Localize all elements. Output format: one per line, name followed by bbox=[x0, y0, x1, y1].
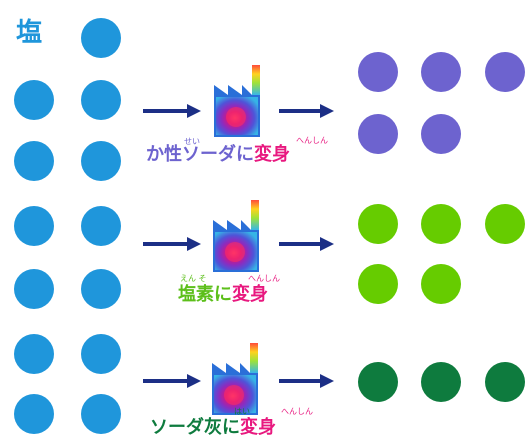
result-dot-caustic-soda bbox=[358, 52, 398, 92]
salt-dot bbox=[14, 206, 54, 246]
arrow-icon bbox=[143, 237, 201, 251]
factory-icon bbox=[212, 343, 258, 415]
arrow-icon bbox=[143, 104, 201, 118]
salt-dot bbox=[81, 334, 121, 374]
label-henshin-soda-ash: 変身 bbox=[240, 417, 276, 438]
result-dot-caustic-soda bbox=[358, 114, 398, 154]
salt-dot bbox=[14, 80, 54, 120]
arrow-icon bbox=[279, 237, 334, 251]
salt-dot bbox=[14, 269, 54, 309]
label-main-caustic-soda: か性ソーダに bbox=[146, 144, 254, 165]
ruby-henshin: へんしん bbox=[281, 407, 313, 416]
salt-dot bbox=[14, 334, 54, 374]
ruby-sei: せい bbox=[184, 137, 200, 146]
result-dot-chlorine bbox=[358, 264, 398, 304]
label-henshin-caustic-soda: 変身 bbox=[254, 144, 290, 165]
salt-dot bbox=[81, 18, 121, 58]
salt-dot bbox=[14, 394, 54, 434]
label-main-chlorine: 塩素に bbox=[178, 284, 232, 305]
result-dot-chlorine bbox=[358, 204, 398, 244]
result-dot-caustic-soda bbox=[485, 52, 525, 92]
ruby-enso: えん そ bbox=[180, 274, 207, 283]
result-dot-chlorine bbox=[485, 204, 525, 244]
salt-dot bbox=[81, 206, 121, 246]
salt-title: 塩 bbox=[16, 18, 43, 48]
arrow-icon bbox=[279, 374, 334, 388]
arrow-icon bbox=[279, 104, 334, 118]
salt-dot bbox=[14, 141, 54, 181]
ruby-henshin: へんしん bbox=[296, 136, 328, 145]
arrow-icon bbox=[143, 374, 201, 388]
result-dot-soda-ash bbox=[358, 362, 398, 402]
label-henshin-chlorine: 変身 bbox=[232, 284, 268, 305]
label-main-soda-ash: ソーダ灰に bbox=[150, 417, 240, 438]
result-dot-chlorine bbox=[421, 204, 461, 244]
salt-dot bbox=[81, 269, 121, 309]
result-dot-soda-ash bbox=[421, 362, 461, 402]
result-dot-caustic-soda bbox=[421, 114, 461, 154]
factory-icon bbox=[214, 65, 260, 137]
salt-dot bbox=[81, 141, 121, 181]
salt-dot bbox=[81, 80, 121, 120]
ruby-henshin: へんしん bbox=[248, 274, 280, 283]
result-dot-caustic-soda bbox=[421, 52, 461, 92]
ruby-hai: はい bbox=[234, 407, 250, 416]
factory-icon bbox=[213, 200, 259, 272]
result-dot-soda-ash bbox=[485, 362, 525, 402]
result-dot-chlorine bbox=[421, 264, 461, 304]
salt-dot bbox=[81, 394, 121, 434]
